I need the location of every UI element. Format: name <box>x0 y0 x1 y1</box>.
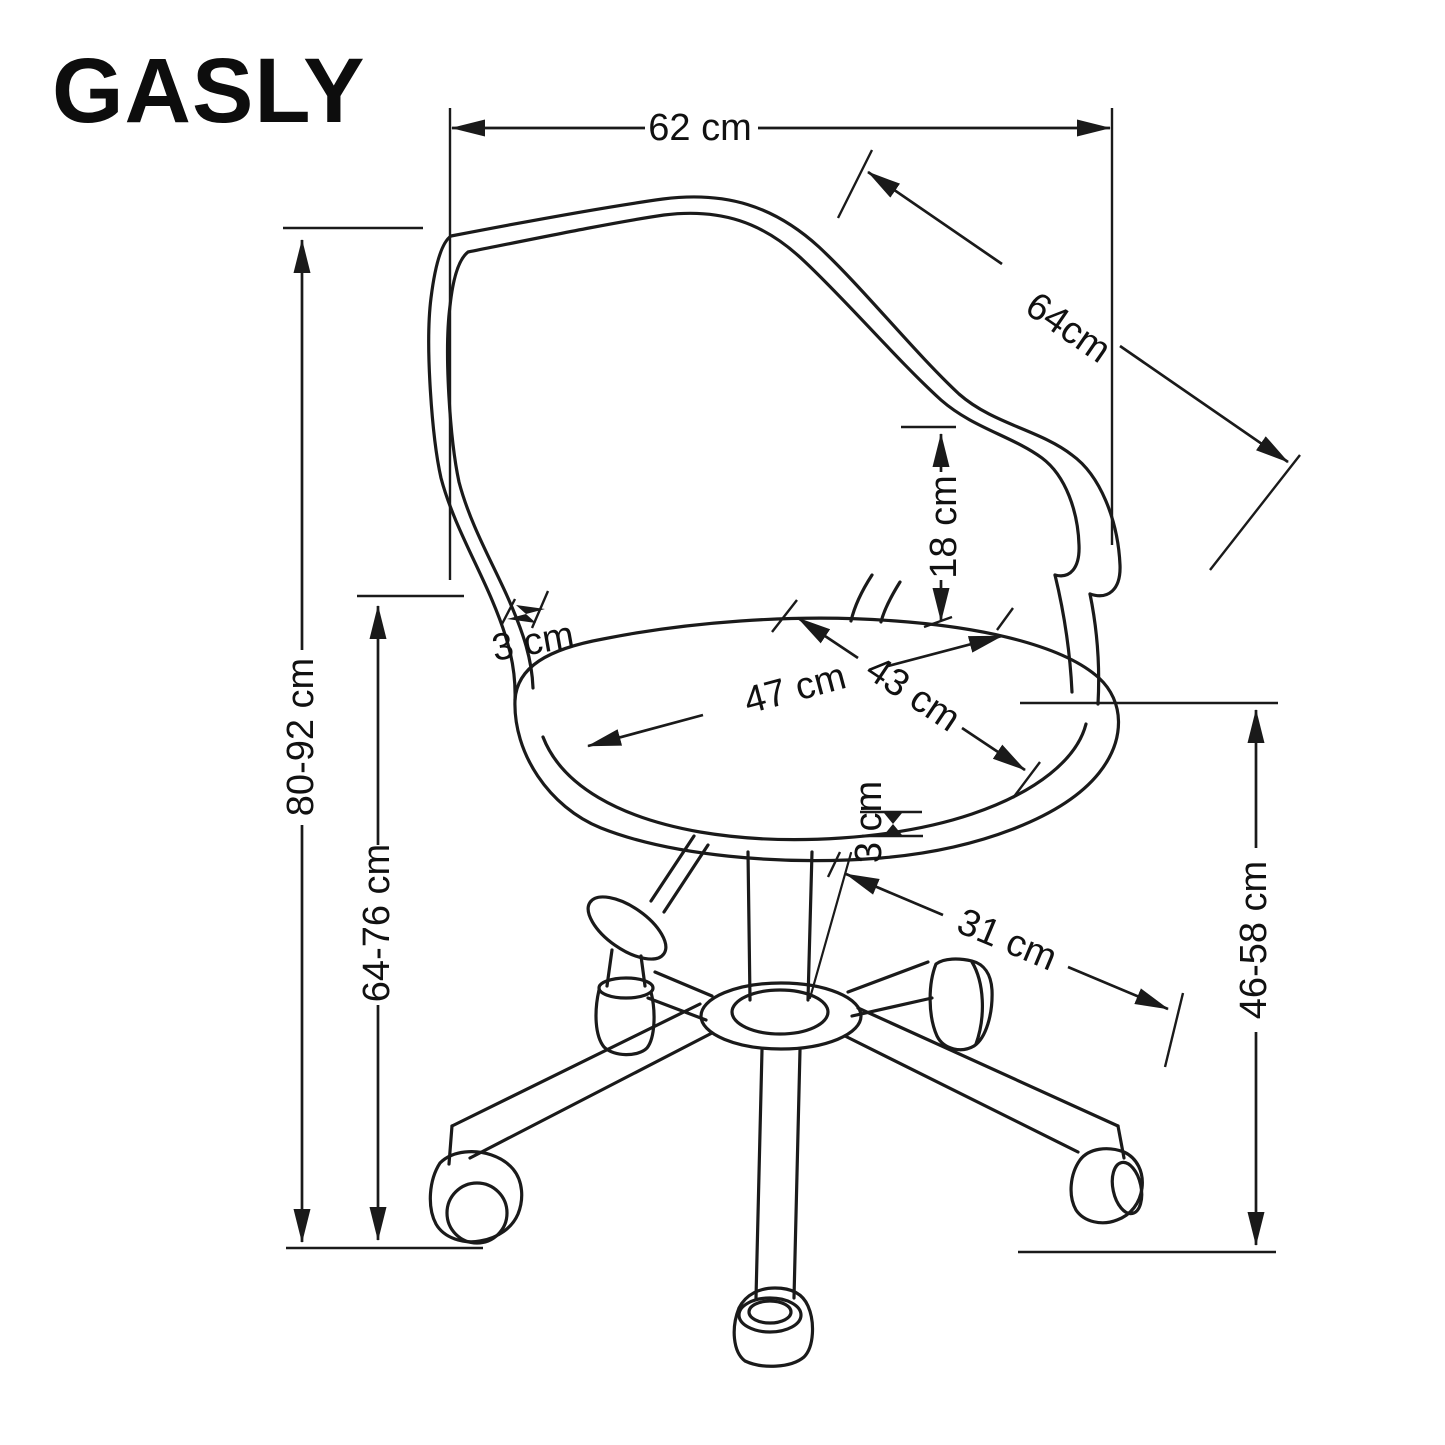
dim-overall-width: 62 cm <box>448 107 1114 580</box>
base-arm-backright-bottom <box>850 996 934 1018</box>
dimension-line <box>961 726 1026 772</box>
dim-base-radius-label: 31 cm <box>951 901 1063 980</box>
gas-lever-rod-bottom <box>662 843 710 914</box>
dim-seat-width-label: 47 cm <box>740 655 851 722</box>
backrest-seat-junction-left <box>849 573 874 623</box>
tick <box>996 607 1014 631</box>
dim-armrest-floor-height-label: 64-76 cm <box>356 844 398 1002</box>
dimension-line <box>845 872 944 917</box>
caster-front-collar-outer <box>737 1296 803 1334</box>
base-arm-left-elbow <box>447 1124 454 1166</box>
dimension-line <box>1119 344 1289 464</box>
dim-seat-depth-label: 43 cm <box>858 648 967 740</box>
tick <box>826 851 842 878</box>
dimension-line <box>587 713 704 748</box>
caster-left-body <box>428 1150 524 1244</box>
gas-lever-rod-top <box>649 834 696 903</box>
dimension-line <box>867 170 1003 266</box>
caster-backleft-collar <box>597 976 655 1000</box>
base-arm-backleft-top <box>653 970 714 998</box>
base-hub-inner <box>730 988 830 1036</box>
caster-backright-wheel-line <box>970 960 984 1046</box>
caster-left-wheel <box>445 1181 509 1245</box>
base-leg-front-left <box>754 1048 764 1300</box>
backrest-seat-junction-right <box>879 580 902 624</box>
seat-inner-outline <box>541 722 1088 842</box>
gas-lever-handle <box>586 895 668 961</box>
tick <box>1209 454 1301 571</box>
tick <box>1163 992 1185 1068</box>
caster-front-body <box>732 1286 815 1368</box>
squeezed-arrow <box>884 813 902 824</box>
squeezed-arrow <box>516 605 545 614</box>
caster-right-wheel <box>1110 1160 1144 1216</box>
dim-seat-thickness-label: 3 cm <box>848 781 890 863</box>
tick <box>836 149 874 219</box>
armrest-front-outer <box>1088 592 1101 706</box>
backrest-outer-outline <box>427 195 1122 702</box>
dim-armrest-height-label: 18 cm <box>923 475 965 578</box>
office-chair-drawing <box>427 195 1144 1368</box>
dim-backrest-thickness: 3 cm <box>489 590 577 670</box>
dim-base-radius: 31 cm <box>826 851 1185 1068</box>
squeezed-arrow <box>507 614 536 623</box>
base-hub-outer <box>699 981 863 1051</box>
dim-seat-floor-height: 46-58 cm <box>1018 701 1278 1254</box>
base-arm-right-top <box>856 1006 1120 1128</box>
seat-outer-outline <box>513 616 1121 863</box>
gas-cylinder-left <box>746 850 752 1002</box>
base-arm-backright-top <box>846 960 930 994</box>
product-name: GASLY <box>52 40 365 142</box>
tick <box>1012 761 1041 799</box>
dim-seat-floor-height-label: 46-58 cm <box>1233 861 1275 1019</box>
caster-right-body <box>1069 1147 1144 1225</box>
caster-backleft-body <box>594 988 656 1057</box>
dimension-line <box>797 616 859 660</box>
dimension-line <box>887 634 1003 668</box>
dim-overall-width-label: 62 cm <box>648 107 751 149</box>
base-arm-left-bottom <box>468 1031 714 1160</box>
dimension-line <box>1067 965 1169 1011</box>
dim-overall-height: 80-92 cm <box>280 226 483 1250</box>
backrest-inner-outline <box>445 211 1081 690</box>
dim-seat-thickness: 3 cm <box>848 781 923 863</box>
gas-cylinder-right <box>806 850 814 1002</box>
base-arm-left-top <box>450 1002 702 1128</box>
radius-reference-line <box>808 851 853 1000</box>
dim-armrest-height: 18 cm <box>901 425 965 629</box>
tick <box>500 598 517 625</box>
dim-overall-height-label: 80-92 cm <box>280 658 322 816</box>
base-leg-front-right <box>792 1048 802 1300</box>
dim-backrest-diagonal-label: 64cm <box>1018 284 1118 371</box>
dim-armrest-floor-height: 64-76 cm <box>356 594 464 1241</box>
base-arm-right-bottom <box>843 1034 1080 1154</box>
caster-front-collar-inner <box>747 1299 793 1325</box>
caster-backright-body <box>928 957 994 1052</box>
tick <box>771 599 798 633</box>
armrest-front-inner <box>1053 573 1074 694</box>
dim-backrest-diagonal: 64cm <box>836 149 1301 571</box>
base-arm-backleft-bottom <box>646 996 708 1022</box>
squeezed-arrow <box>884 824 902 835</box>
